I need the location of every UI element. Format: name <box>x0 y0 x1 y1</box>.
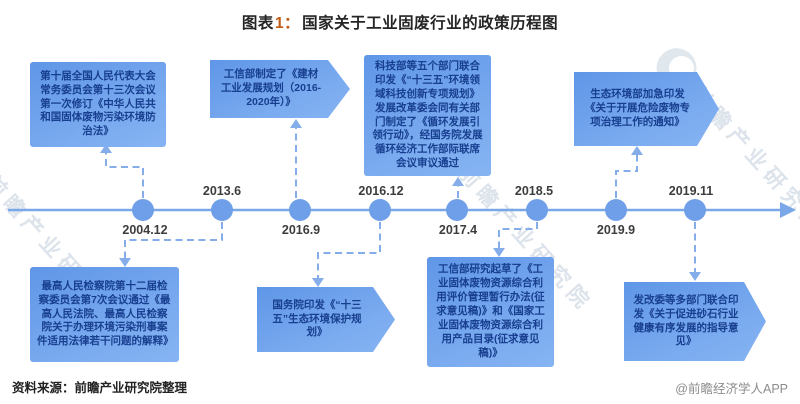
timeline-date-2013-6: 2013.6 <box>202 184 242 198</box>
timeline-date-2016-9: 2016.9 <box>281 223 321 237</box>
event-box-2013-6: 最高人民检察院第十二届检察委员会第7次会议通过《最高人民法院、最高人民检察院关于… <box>30 267 179 362</box>
chart-label: 图表 <box>241 15 274 32</box>
event-box-2016-9: 工信部制定了《建材工业发展规划（2016-2020年）》 <box>210 60 350 118</box>
event-box-2017-4: 科技部等五个部门联合印发《“十三五”环境领域科技创新专项规划》发展改革委会同有关… <box>364 55 491 176</box>
timeline-arrowhead-icon <box>780 202 796 218</box>
event-box-2016-12: 国务院印发《“十三五”生态环境保护规划》 <box>257 287 395 352</box>
connector-lines <box>105 126 696 280</box>
timeline-date-2019-11: 2019.11 <box>668 184 714 198</box>
timeline-date-2018-5: 2018.5 <box>514 184 554 198</box>
event-box-2004-12: 第十届全国人民代表大会常务委员会第十三次会议第一次修订《中华人民共和国固体废物污… <box>30 62 166 147</box>
app-credit: @前瞻经济学人APP <box>675 382 788 396</box>
timeline-date-2019-9: 2019.9 <box>596 223 636 237</box>
timeline-dots <box>132 199 706 221</box>
chart-index: 1： <box>274 15 301 32</box>
connector-arrowheads <box>100 119 701 287</box>
event-box-2018-5: 工信部研究起草了《工业固体废物资源综合利用评价管理暂行办法(征求意见稿)》和《国… <box>427 257 554 367</box>
data-source-note: 资料来源：前瞻产业研究院整理 <box>12 381 188 395</box>
timeline-date-2004-12: 2004.12 <box>122 223 168 237</box>
page-title: 图表1：国家关于工业固废行业的政策历程图 <box>0 11 800 33</box>
timeline-date-2017-4: 2017.4 <box>438 223 478 237</box>
event-box-2019-11: 发改委等多部门联合印发《关于促进砂石行业健康有序发展的指导意见》 <box>624 282 766 361</box>
chart-title-text: 国家关于工业固废行业的政策历程图 <box>302 15 559 32</box>
event-box-2019-9: 生态环境部加急印发《关于开展危险废物专项治理工作的通知》 <box>574 72 719 146</box>
timeline-date-2016-12: 2016.12 <box>358 184 404 198</box>
